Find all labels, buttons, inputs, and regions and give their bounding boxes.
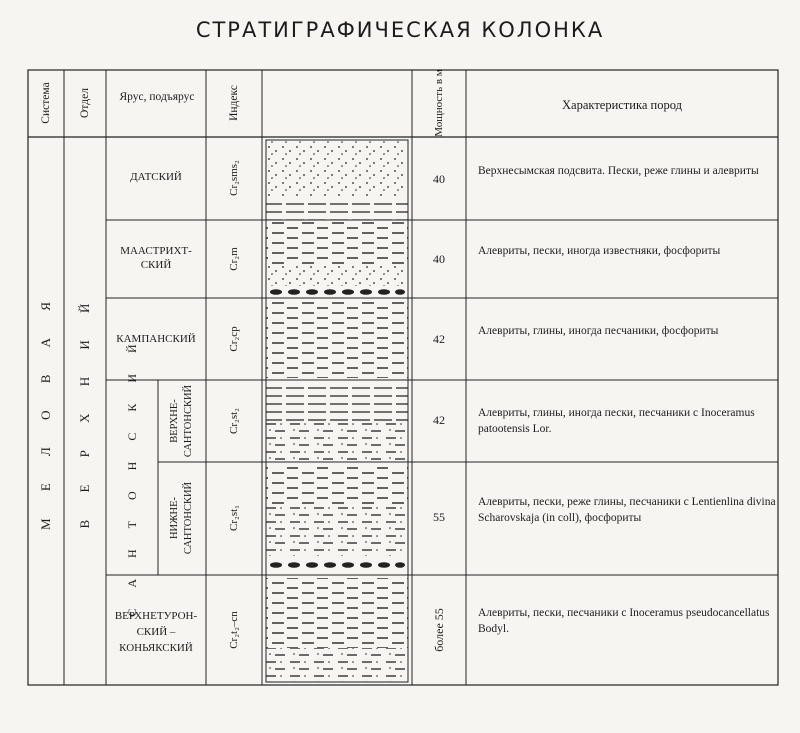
header-division: Отдел xyxy=(79,88,91,118)
stage-index: Cr₂t₂–cn xyxy=(228,611,240,649)
stage-name: МААСТРИХТ-СКИЙ xyxy=(120,245,192,271)
stage-name: ВЕРХНЕ-САНТОНСКИЙ xyxy=(169,384,194,458)
stage-name: КАМПАНСКИЙ xyxy=(116,333,196,345)
thickness-value: 40 xyxy=(433,252,445,266)
rock-description: Алевриты, пески, песчаники с Inoceramus … xyxy=(478,607,770,635)
header-characteristics: Характеристика пород xyxy=(562,98,682,112)
stage-name: ДАТСКИЙ xyxy=(130,171,182,183)
page-title: СТРАТИГРАФИЧЕСКАЯ КОЛОНКА xyxy=(195,18,605,42)
stage-index: Cr₂st₂ xyxy=(228,407,240,435)
header-system: Система xyxy=(40,82,52,124)
thickness-value: 42 xyxy=(433,332,445,346)
system-label: М Е Л О В А Я xyxy=(38,290,53,530)
stage-index: Cr₂st₁ xyxy=(228,504,240,532)
thickness-value: 42 xyxy=(433,413,445,427)
santonian-label: С А Н Т О Н С К И Й xyxy=(125,335,139,617)
rock-description: Алевриты, глины, иногда пески, песчаники… xyxy=(478,407,755,435)
rock-description: Алевриты, пески, реже глины, песчаники с… xyxy=(478,496,776,524)
header-stage: Ярус, подъярус xyxy=(119,91,195,103)
stage-index: Cr₂sms₂ xyxy=(228,160,240,196)
thickness-value: 55 xyxy=(433,510,445,524)
stage-index: Cr₂m xyxy=(228,247,240,271)
division-label: В Е Р Х Н И Й xyxy=(77,291,92,529)
header-index: Индекс xyxy=(228,85,240,121)
header-thickness: Мощность в м xyxy=(433,69,445,137)
rock-description: Алевриты, пески, иногда известняки, фосф… xyxy=(478,245,721,257)
stage-index: Cr₂cp xyxy=(228,326,240,352)
thickness-value: 40 xyxy=(433,172,445,186)
stage-name: ВЕРХНЕТУРОН-СКИЙ – КОНЬЯКСКИЙ xyxy=(114,610,198,654)
lithology-column xyxy=(265,139,409,683)
stage-name: НИЖНЕ-САНТОНСКИЙ xyxy=(169,481,194,555)
rock-description: Алевриты, глины, иногда песчаники, фосфо… xyxy=(478,325,719,337)
rock-description: Верхнесымская подсвита. Пески, реже глин… xyxy=(478,165,759,177)
thickness-value: более 55 xyxy=(432,608,446,652)
